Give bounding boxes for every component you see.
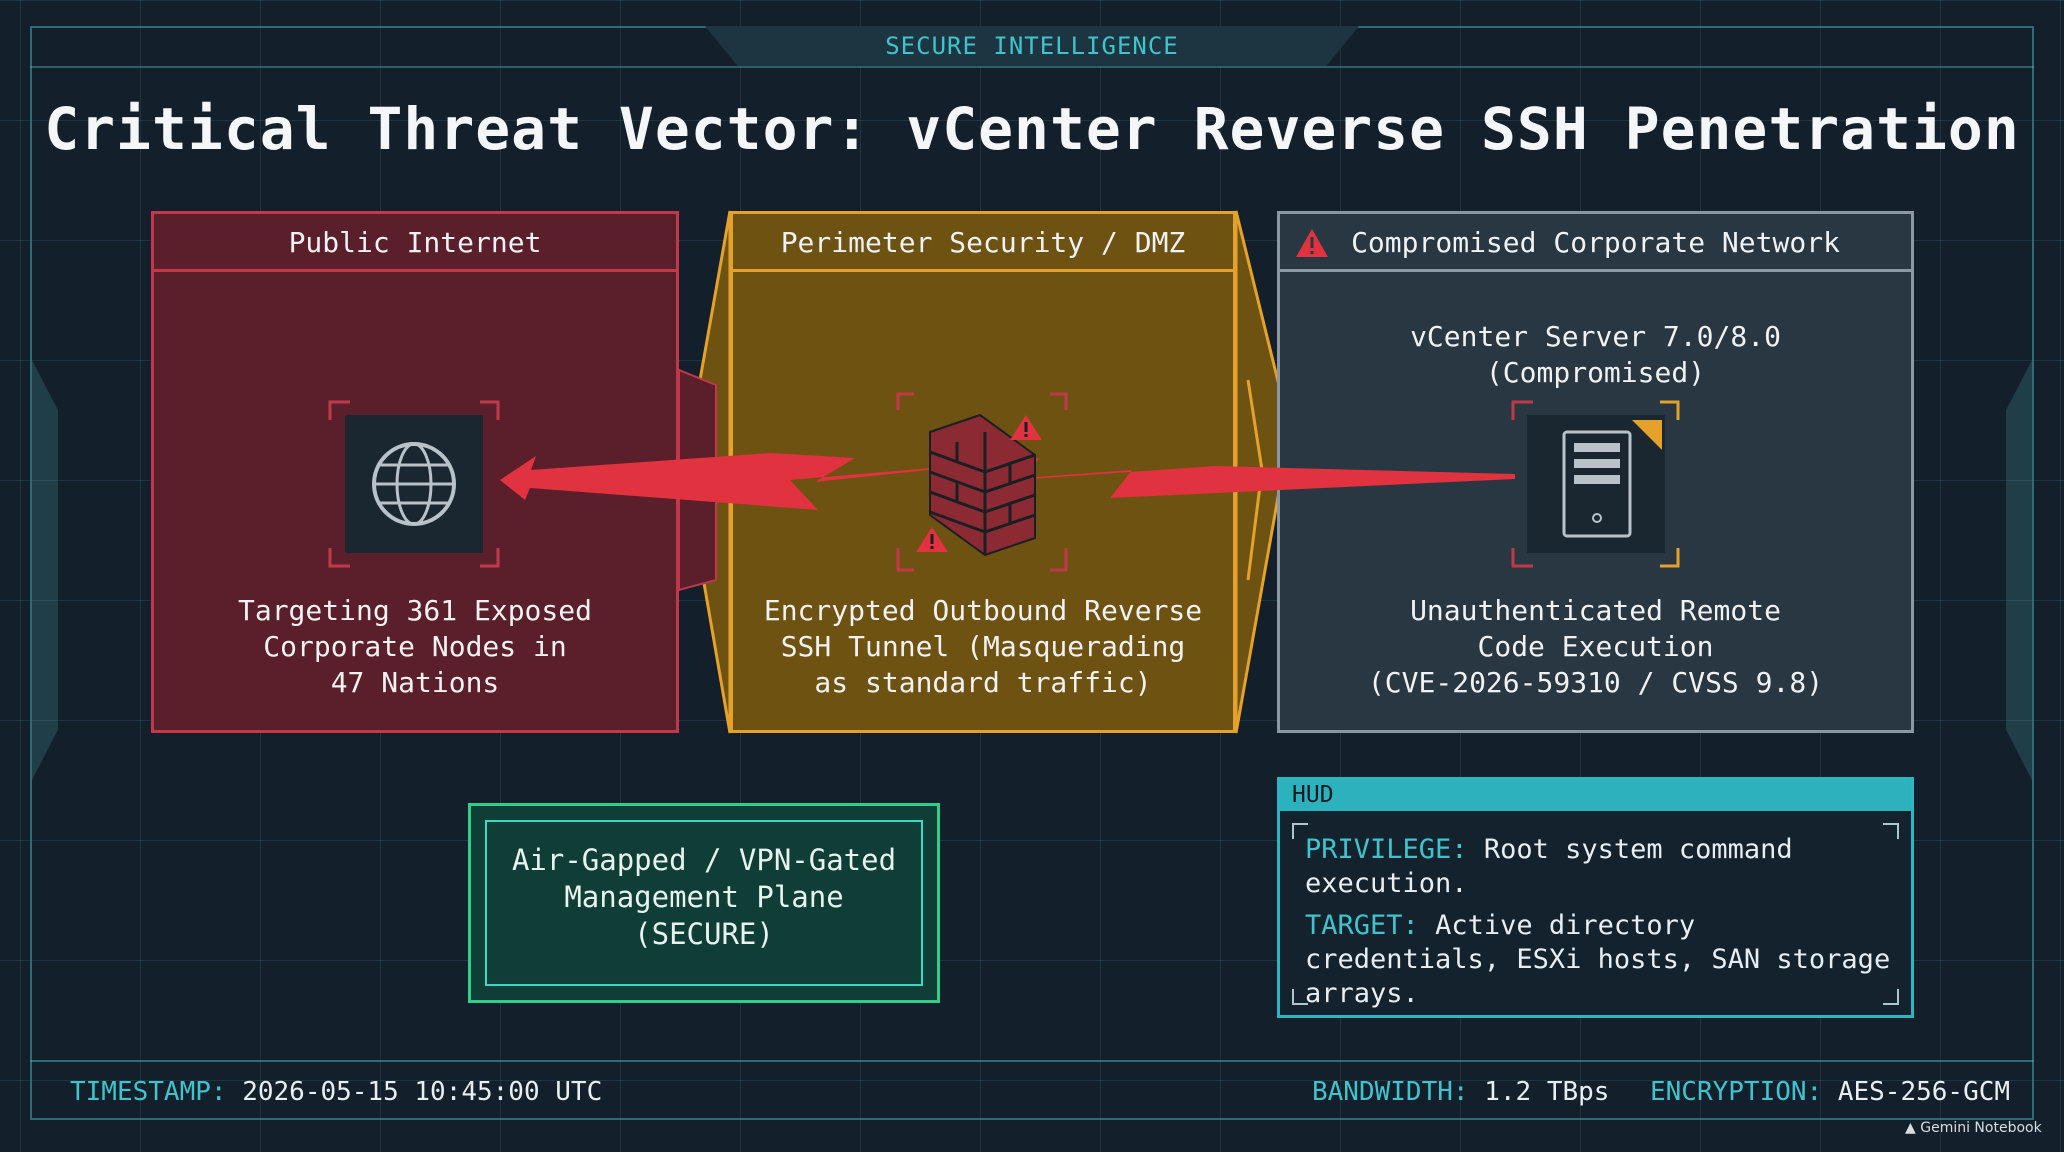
secure-plane-inner-frame (485, 820, 923, 986)
public-internet-line-1: Targeting 361 Exposed (237, 594, 592, 627)
frame-top-line (30, 66, 2034, 68)
brand-watermark: ▲ Gemini Notebook (1905, 1120, 2042, 1136)
footer-encryption: ENCRYPTION: AES-256-GCM (1650, 1076, 2010, 1108)
hud-corner-bl (1292, 989, 1308, 1005)
hud-target-key: TARGET: (1305, 910, 1419, 941)
hud-panel: HUD PRIVILEGE: Root system command execu… (1277, 777, 1914, 1018)
dmz-line-3: as standard traffic) (814, 666, 1152, 699)
hud-label: HUD (1280, 780, 1911, 811)
encryption-key: ENCRYPTION: (1650, 1077, 1823, 1107)
secure-plane-text: Air-Gapped / VPN-Gated Management Plane … (471, 842, 937, 953)
encryption-value: AES-256-GCM (1837, 1077, 2011, 1107)
hud-privilege: PRIVILEGE: Root system command execution… (1305, 833, 1891, 901)
left-side-decoration (32, 360, 58, 780)
right-side-decoration (2006, 360, 2032, 780)
top-tab-label: SECURE INTELLIGENCE (885, 32, 1179, 60)
top-tab (705, 26, 1359, 66)
dmz-line-2: SSH Tunnel (Masquerading (780, 630, 1186, 663)
hud-body: PRIVILEGE: Root system command execution… (1305, 833, 1891, 1019)
hud-target: TARGET: Active directory credentials, ES… (1305, 909, 1891, 1011)
hud-target-value: Active directory credentials, ESXi hosts… (1305, 910, 1891, 1009)
brand-icon: ▲ (1905, 1120, 1916, 1136)
public-internet-zone: Public Internet Targeting 361 Exposed Co… (151, 211, 679, 733)
vcenter-server-line-2: (Compromised) (1485, 356, 1706, 389)
hud-privilege-value: Root system command execution. (1305, 834, 1793, 899)
timestamp-value: 2026-05-15 10:45:00 UTC (242, 1077, 603, 1107)
secure-plane-line-1: Air-Gapped / VPN-Gated (511, 843, 897, 877)
dmz-line-1: Encrypted Outbound Reverse (763, 594, 1203, 627)
vcenter-server-line-1: vCenter Server 7.0/8.0 (1410, 320, 1781, 353)
frame-bottom-line (30, 1060, 2034, 1062)
footer-timestamp: TIMESTAMP: 2026-05-15 10:45:00 UTC (70, 1076, 602, 1108)
corporate-network-zone: Compromised Corporate Network vCenter Se… (1277, 211, 1914, 733)
bandwidth-key: BANDWIDTH: (1312, 1077, 1469, 1107)
secure-plane-line-3: (SECURE) (634, 917, 774, 951)
corp-line-1: Unauthenticated Remote (1410, 594, 1781, 627)
corp-line-3: (CVE-2026-59310 / CVSS 9.8) (1367, 666, 1824, 699)
hud-corner-tr (1883, 823, 1899, 839)
public-internet-line-3: 47 Nations (330, 666, 500, 699)
brand-label: Gemini Notebook (1920, 1120, 2042, 1136)
page-title: Critical Threat Vector: vCenter Reverse … (44, 95, 2020, 163)
bandwidth-value: 1.2 TBps (1484, 1077, 1610, 1107)
hud-privilege-key: PRIVILEGE: (1305, 834, 1468, 865)
secure-plane-line-2: Management Plane (564, 880, 844, 914)
secure-management-plane: Air-Gapped / VPN-Gated Management Plane … (468, 803, 940, 1003)
corporate-network-title: Compromised Corporate Network (1351, 226, 1840, 259)
timestamp-key: TIMESTAMP: (70, 1077, 227, 1107)
public-internet-line-2: Corporate Nodes in (263, 630, 567, 663)
footer-bandwidth: BANDWIDTH: 1.2 TBps (1312, 1076, 1609, 1108)
corporate-network-header: Compromised Corporate Network (1280, 214, 1911, 272)
hud-corner-br (1883, 989, 1899, 1005)
perimeter-dmz-header: Perimeter Security / DMZ (733, 214, 1233, 272)
warning-icon (1296, 229, 1328, 257)
corp-line-2: Code Execution (1477, 630, 1714, 663)
public-internet-header: Public Internet (154, 214, 676, 272)
perimeter-dmz-zone: Perimeter Security / DMZ Encrypted Outbo… (730, 211, 1236, 733)
hud-corner-tl (1292, 823, 1308, 839)
